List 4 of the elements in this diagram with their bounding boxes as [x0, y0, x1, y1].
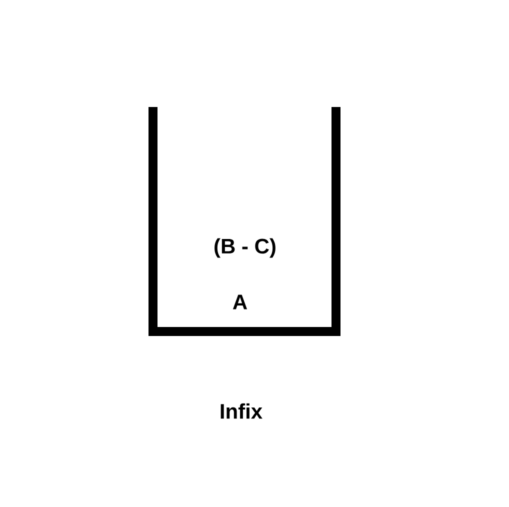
stack-item: A	[232, 294, 248, 310]
stack-item: (B - C)	[214, 238, 276, 258]
caption: Infix	[220, 403, 262, 419]
stack-container	[148, 107, 340, 336]
